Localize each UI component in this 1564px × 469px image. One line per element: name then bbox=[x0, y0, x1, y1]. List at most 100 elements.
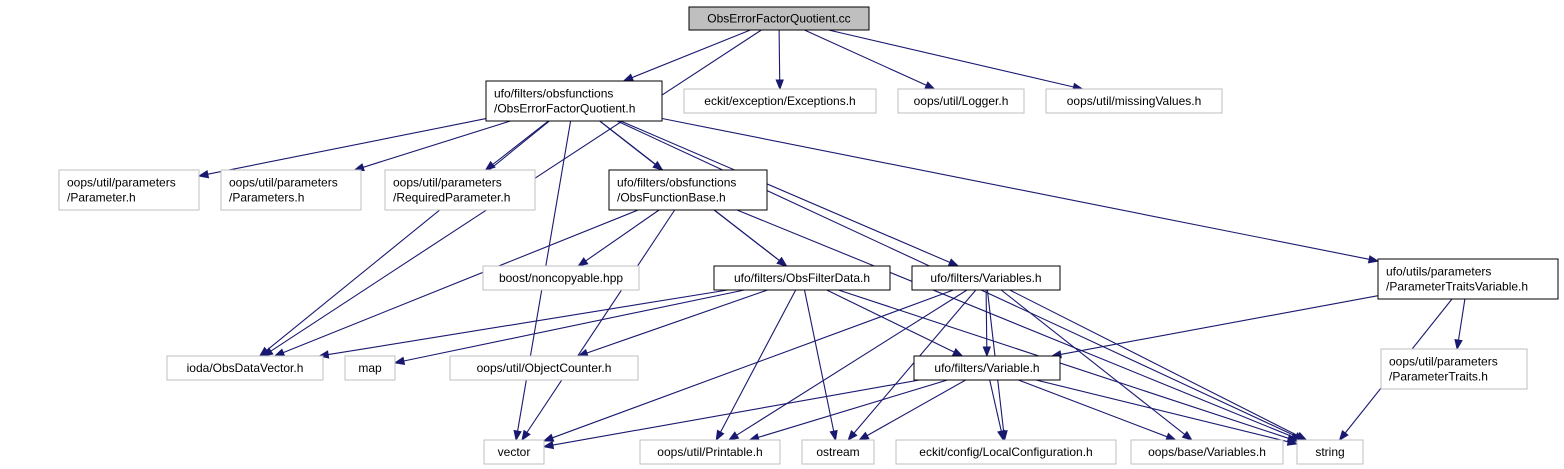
edge-line bbox=[736, 209, 1293, 438]
node-box bbox=[482, 265, 640, 291]
node-box bbox=[801, 439, 875, 465]
edge-var-to-basevars bbox=[1018, 379, 1177, 441]
node-label: oops/util/missingValues.h bbox=[1067, 94, 1202, 108]
edge-ofd-to-ostream bbox=[803, 289, 838, 442]
node-ptv[interactable]: ufo/utils/parameters/ParameterTraitsVari… bbox=[1377, 258, 1559, 300]
node-root: ObsErrorFactorQuotient.cc bbox=[688, 6, 870, 31]
arrowhead-icon bbox=[197, 169, 210, 179]
edge-var-to-vector bbox=[542, 379, 920, 450]
edge-line bbox=[631, 29, 751, 79]
arrowhead-icon bbox=[776, 256, 788, 267]
node-box bbox=[683, 88, 877, 114]
node-label: ufo/filters/Variables.h bbox=[930, 271, 1041, 285]
node-label: oops/util/parameters bbox=[1389, 355, 1498, 369]
node-ofd[interactable]: ufo/filters/ObsFilterData.h bbox=[713, 265, 891, 291]
edge-line bbox=[207, 118, 487, 175]
edge-line bbox=[1457, 298, 1466, 341]
edge-root-to-logger bbox=[804, 29, 936, 90]
arrowhead-icon bbox=[1454, 339, 1463, 351]
node-localcfg: eckit/config/LocalConfiguration.h bbox=[895, 439, 1117, 465]
node-vars[interactable]: ufo/filters/Variables.h bbox=[911, 265, 1061, 291]
edge-line bbox=[526, 209, 676, 433]
edge-ofd-to-map bbox=[393, 289, 745, 366]
edge-line bbox=[804, 29, 927, 86]
edge-line bbox=[1000, 289, 1186, 435]
node-label: oops/util/Logger.h bbox=[914, 94, 1009, 108]
node-label: ioda/ObsDataVector.h bbox=[187, 361, 304, 375]
edge-line bbox=[661, 117, 1370, 260]
node-box bbox=[483, 439, 545, 465]
node-label: ostream bbox=[816, 445, 859, 459]
arrowhead-icon bbox=[829, 429, 838, 442]
arrowhead-icon bbox=[1181, 430, 1193, 441]
node-printable: oops/util/Printable.h bbox=[639, 439, 781, 465]
node-box bbox=[344, 355, 396, 381]
node-label: ufo/filters/Variable.h bbox=[934, 361, 1039, 375]
edge-var-to-localcfg bbox=[989, 379, 1006, 442]
edge-line bbox=[736, 289, 968, 436]
nodes-layer: ObsErrorFactorQuotient.cc ufo/filters/obs… bbox=[58, 6, 1559, 465]
node-box bbox=[895, 439, 1117, 465]
node-label: oops/util/Printable.h bbox=[657, 445, 762, 459]
edge-vars-to-var bbox=[982, 289, 992, 358]
node-label: oops/base/Variables.h bbox=[1148, 445, 1266, 459]
edge-line bbox=[586, 289, 768, 354]
node-box bbox=[608, 169, 768, 211]
arrowhead-icon bbox=[622, 73, 635, 82]
arrowhead-icon bbox=[924, 81, 936, 90]
node-label: /ObsFunctionBase.h bbox=[617, 191, 726, 205]
node-missing: oops/util/missingValues.h bbox=[1045, 88, 1223, 114]
arrowhead-icon bbox=[947, 258, 960, 267]
node-box bbox=[449, 355, 639, 381]
node-label: ufo/filters/obsfunctions bbox=[617, 176, 736, 190]
node-ostream: ostream bbox=[801, 439, 875, 465]
node-label: ufo/filters/obsfunctions bbox=[494, 87, 613, 101]
edge-line bbox=[585, 209, 660, 262]
node-logger: oops/util/Logger.h bbox=[897, 88, 1025, 114]
node-oefq_h[interactable]: ufo/filters/obsfunctions/ObsErrorFactorQ… bbox=[485, 80, 663, 122]
arrowhead-icon bbox=[982, 346, 992, 358]
node-box bbox=[220, 169, 362, 211]
edge-ofd-to-string bbox=[838, 289, 1299, 443]
node-var[interactable]: ufo/filters/Variable.h bbox=[913, 355, 1061, 381]
edge-oefq_h-to-reqparam bbox=[484, 120, 549, 171]
arrowhead-icon bbox=[258, 346, 270, 357]
edge-root-to-missing bbox=[828, 29, 1084, 92]
node-label: /Parameter.h bbox=[67, 191, 136, 205]
node-reqparam: oops/util/parameters/RequiredParameter.h bbox=[384, 169, 536, 211]
arrowhead-icon bbox=[273, 348, 286, 357]
edge-line bbox=[492, 120, 549, 165]
node-box bbox=[897, 88, 1025, 114]
arrowhead-icon bbox=[1286, 437, 1299, 446]
edge-ofb-to-vector bbox=[521, 209, 676, 442]
edge-root-to-oefq_h bbox=[622, 29, 751, 82]
arrowhead-icon bbox=[1338, 429, 1349, 442]
edge-vars-to-printable bbox=[727, 289, 968, 441]
arrowhead-icon bbox=[775, 79, 784, 91]
node-box bbox=[713, 265, 891, 291]
edge-line bbox=[838, 289, 1289, 439]
edge-line bbox=[1018, 379, 1168, 438]
node-label: map bbox=[358, 361, 382, 375]
node-odv: ioda/ObsDataVector.h bbox=[166, 355, 324, 381]
node-ofb[interactable]: ufo/filters/obsfunctions/ObsFunctionBase… bbox=[608, 169, 768, 211]
edge-line bbox=[1009, 289, 1299, 437]
edge-line bbox=[758, 379, 948, 438]
node-label: /ParameterTraitsVariable.h bbox=[1386, 280, 1528, 294]
arrowhead-icon bbox=[715, 429, 725, 442]
node-box bbox=[485, 80, 663, 122]
edge-oefq_h-to-odv bbox=[258, 120, 550, 357]
edge-line bbox=[328, 289, 728, 356]
arrowhead-icon bbox=[727, 431, 740, 441]
edge-line bbox=[720, 289, 797, 433]
edge-line bbox=[282, 209, 639, 354]
node-label: /RequiredParameter.h bbox=[393, 191, 510, 205]
node-label: /Parameters.h bbox=[229, 191, 304, 205]
arrowhead-icon bbox=[997, 429, 1006, 442]
node-label: eckit/config/LocalConfiguration.h bbox=[919, 445, 1092, 459]
node-label: /ParameterTraits.h bbox=[1389, 370, 1488, 384]
edge-oefq_h-to-param bbox=[197, 118, 487, 179]
node-params: oops/util/parameters/Parameters.h bbox=[220, 169, 362, 211]
node-label: vector bbox=[498, 445, 531, 459]
edge-line bbox=[826, 289, 955, 353]
